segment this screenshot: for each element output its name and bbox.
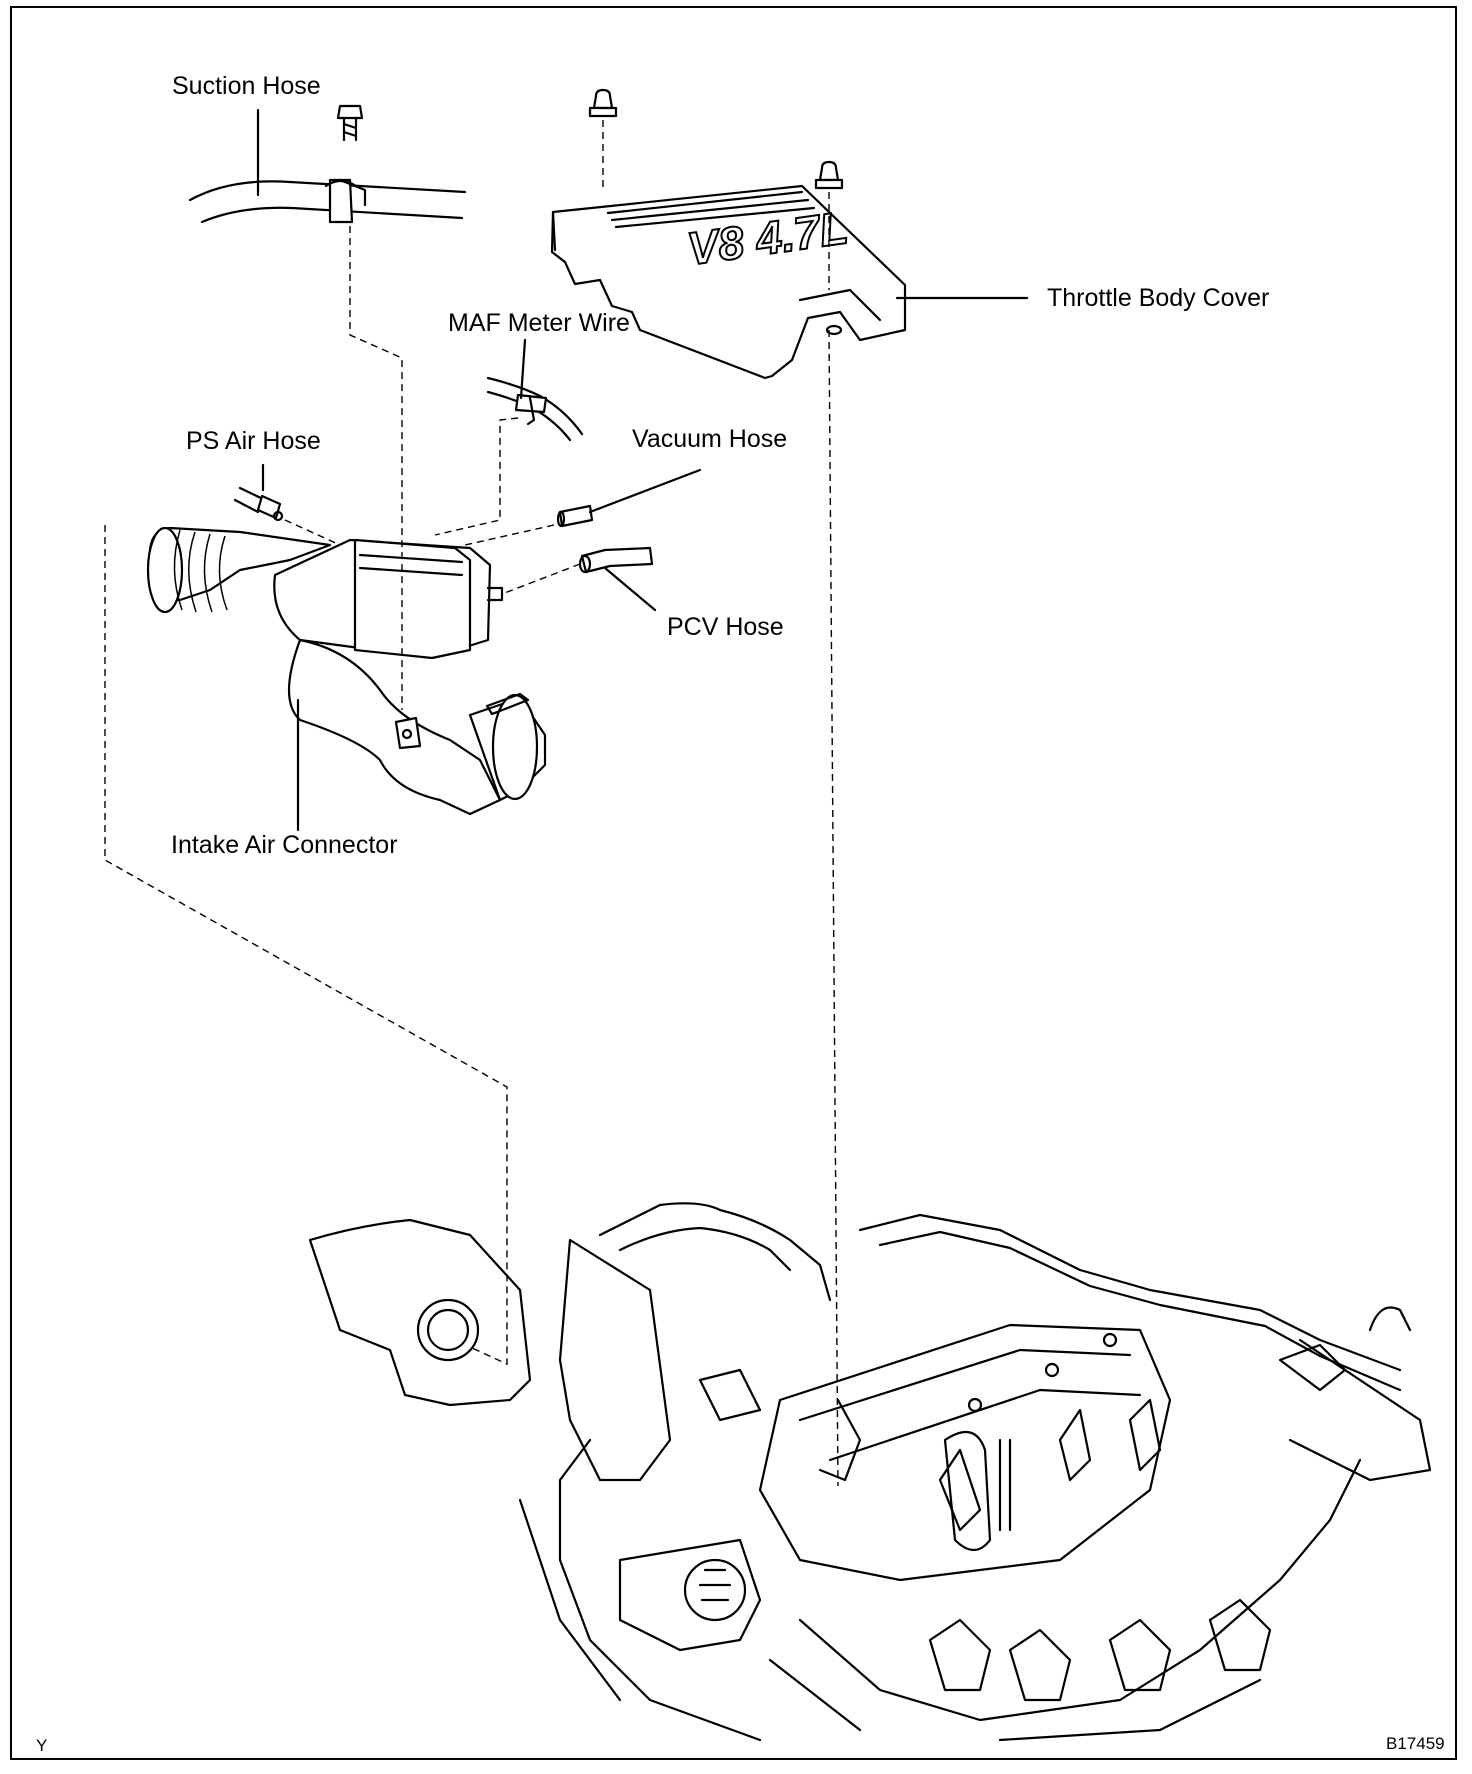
intake-air-connector	[146, 526, 547, 816]
throttle-body-cover: V8 4.7L	[550, 184, 907, 380]
diagram-frame	[10, 6, 1457, 1760]
label-maf-meter-wire: MAF Meter Wire	[448, 309, 630, 337]
label-vacuum-hose: Vacuum Hose	[632, 425, 788, 453]
cover-nut-right	[814, 160, 844, 190]
vacuum-hose	[556, 504, 594, 528]
cover-nut-left	[588, 88, 618, 118]
assembly-guides	[104, 226, 839, 1487]
maf-meter-wire	[486, 376, 584, 442]
label-suction-hose: Suction Hose	[172, 72, 321, 100]
suction-hose	[188, 178, 467, 224]
pcv-hose-leader	[603, 566, 657, 612]
label-pcv-hose: PCV Hose	[667, 613, 784, 641]
engine-assembly	[308, 1202, 1432, 1742]
ps-air-hose	[233, 486, 284, 522]
label-throttle-body-cover: Throttle Body Cover	[1047, 284, 1270, 312]
label-intake-air-connector: Intake Air Connector	[171, 831, 398, 859]
suction-hose-bolt	[336, 104, 364, 142]
label-ps-air-hose: PS Air Hose	[186, 427, 321, 455]
figure-id: B17459	[1386, 1734, 1445, 1753]
maf-wire-leader	[519, 338, 527, 400]
pcv-hose	[578, 546, 654, 574]
corner-mark-left: Y	[36, 1736, 48, 1755]
vacuum-hose-leader	[588, 468, 702, 514]
